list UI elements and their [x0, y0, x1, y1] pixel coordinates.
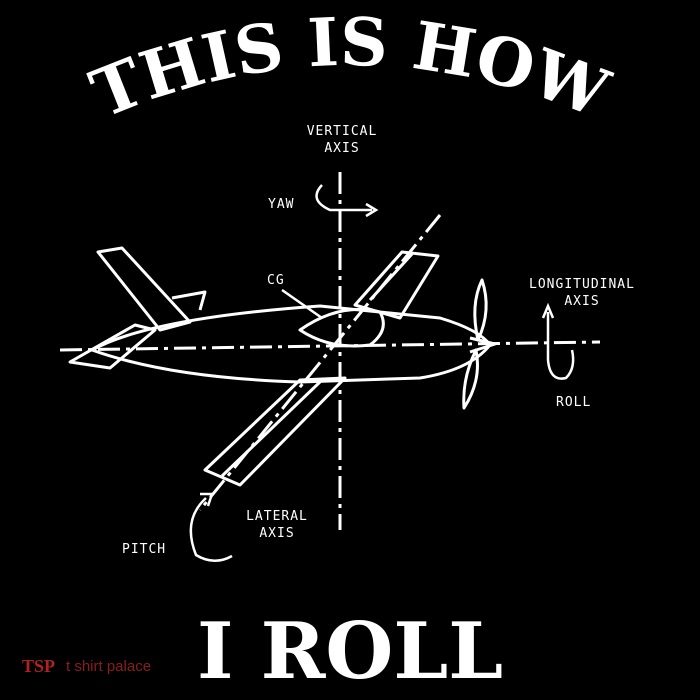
longitudinal-axis-label-line1: LONGITUDINAL [529, 277, 635, 292]
watermark-logo: TSP [22, 656, 55, 676]
lower-wing [203, 376, 347, 487]
upper-wing [353, 250, 440, 320]
yaw-arrow [315, 184, 372, 212]
vertical-axis-label-line1: VERTICAL [307, 124, 378, 139]
yaw-label: YAW [268, 197, 294, 212]
lateral-axis-label-line2: AXIS [259, 526, 294, 541]
airplane-outline [68, 246, 497, 487]
roll-arrow [546, 312, 575, 380]
vertical-tail [96, 246, 192, 332]
vertical-axis-label-line2: AXIS [324, 141, 359, 156]
horizontal-stabilizer [68, 323, 157, 370]
rotation-arrows [189, 184, 575, 562]
lateral-axis-line [198, 214, 442, 511]
lower-wing-flap [220, 378, 324, 478]
upper-wing-flap [368, 252, 414, 302]
headline-top-text: THIS IS HOW [80, 3, 619, 134]
tail-fin-detail [171, 290, 207, 311]
pitch-arrowhead [200, 492, 214, 507]
longitudinal-axis-label-line2: AXIS [564, 294, 599, 309]
cg-label: CG [267, 273, 285, 288]
propeller-blade-bottom [462, 348, 479, 410]
pitch-arrow [189, 497, 233, 562]
longitudinal-axis-line [59, 340, 601, 352]
yaw-arrowhead [365, 202, 379, 218]
lateral-axis-label-line1: LATERAL [246, 509, 308, 524]
cockpit-canopy [298, 307, 385, 348]
roll-label: ROLL [556, 395, 591, 410]
propeller-blade-top [473, 278, 488, 342]
roll-arrowhead [541, 302, 555, 319]
pitch-label: PITCH [122, 542, 166, 557]
axes-group [59, 172, 601, 530]
cg-pointer [281, 288, 323, 320]
headline-top: THIS IS HOW [80, 3, 619, 134]
headline-bottom: I ROLL [197, 606, 503, 697]
watermark-brand: t shirt palace [66, 658, 151, 675]
